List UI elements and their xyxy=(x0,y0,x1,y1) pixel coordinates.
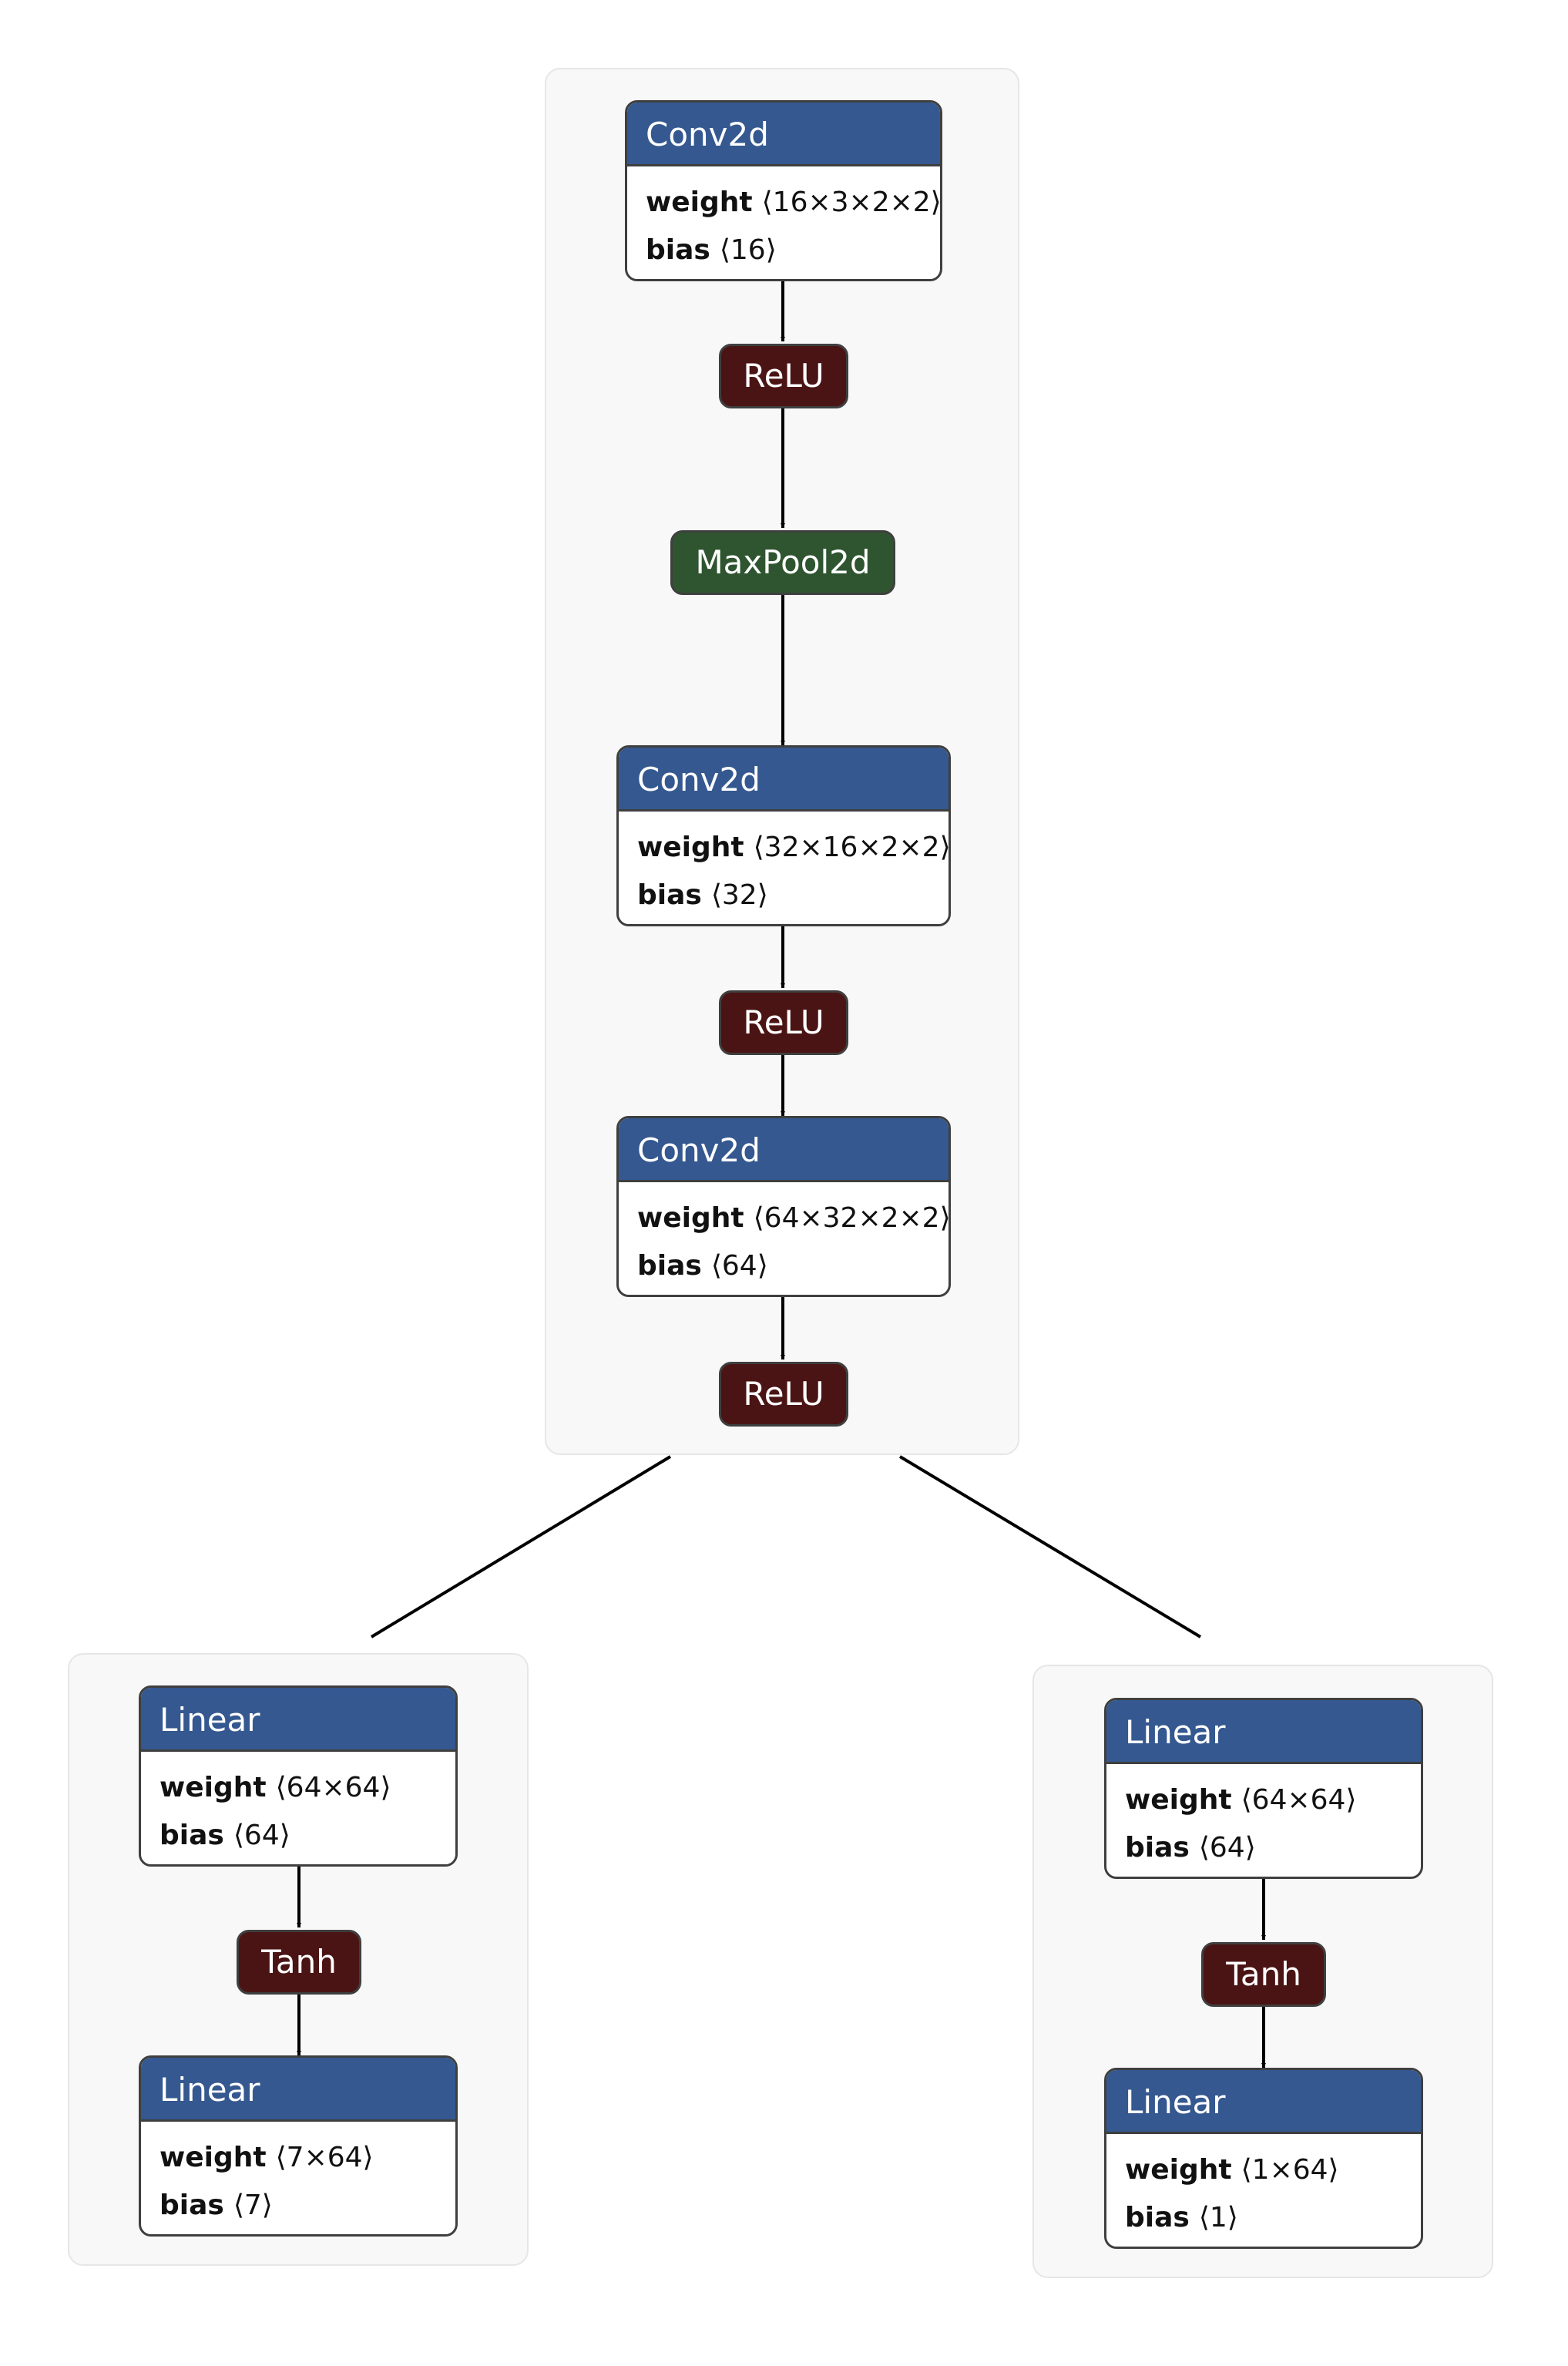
layer-title: Conv2d xyxy=(627,103,940,166)
param-shape: ⟨1⟩ xyxy=(1198,2202,1238,2233)
param-shape: ⟨64×64⟩ xyxy=(1241,1784,1357,1816)
param-label: weight xyxy=(159,1772,267,1803)
param-label: bias xyxy=(1125,2202,1190,2233)
param-shape: ⟨32×16×2×2⟩ xyxy=(753,832,951,863)
bias-param: bias ⟨64⟩ xyxy=(159,1812,455,1860)
weight-param: weight ⟨64×32×2×2⟩ xyxy=(637,1195,949,1242)
weight-param: weight ⟨64×64⟩ xyxy=(159,1764,455,1812)
relu-node-3[interactable]: ReLU xyxy=(719,1362,848,1427)
bias-param: bias ⟨16⟩ xyxy=(646,227,940,274)
layer-title: Conv2d xyxy=(619,748,949,812)
param-shape: ⟨32⟩ xyxy=(710,879,768,911)
bias-param: bias⟨64⟩ xyxy=(637,1242,949,1290)
param-shape: ⟨16⟩ xyxy=(719,234,777,266)
param-label: weight xyxy=(646,187,753,218)
bias-param: bias⟨32⟩ xyxy=(637,872,949,919)
right-tanh-node[interactable]: Tanh xyxy=(1201,1942,1326,2007)
param-shape: ⟨64⟩ xyxy=(233,1820,290,1851)
relu-node-2[interactable]: ReLU xyxy=(719,990,848,1055)
weight-param: weight ⟨16×3×2×2⟩ xyxy=(646,179,940,227)
weight-param: weight ⟨1×64⟩ xyxy=(1125,2146,1421,2194)
param-shape: ⟨7×64⟩ xyxy=(275,2142,374,2173)
conv2d-layer-3[interactable]: Conv2d weight ⟨64×32×2×2⟩ bias⟨64⟩ xyxy=(616,1116,951,1297)
right-linear-layer-1[interactable]: Linear weight ⟨64×64⟩ bias⟨64⟩ xyxy=(1104,1698,1423,1879)
param-label: weight xyxy=(637,832,744,863)
weight-param: weight ⟨64×64⟩ xyxy=(1125,1776,1421,1824)
conv2d-layer-1[interactable]: Conv2d weight ⟨16×3×2×2⟩ bias ⟨16⟩ xyxy=(625,100,942,281)
conv2d-layer-2[interactable]: Conv2d weight ⟨32×16×2×2⟩ bias⟨32⟩ xyxy=(616,745,951,926)
bias-param: bias ⟨1⟩ xyxy=(1125,2194,1421,2242)
param-label: bias xyxy=(637,879,702,911)
param-shape: ⟨16×3×2×2⟩ xyxy=(761,187,942,218)
left-linear-layer-2[interactable]: Linear weight ⟨7×64⟩ bias ⟨7⟩ xyxy=(139,2055,458,2237)
edge-trunk-left-head xyxy=(370,1455,672,1638)
bias-param: bias⟨64⟩ xyxy=(1125,1824,1421,1872)
param-shape: ⟨1×64⟩ xyxy=(1241,2154,1339,2186)
param-shape: ⟨64⟩ xyxy=(1198,1832,1256,1864)
layer-title: Conv2d xyxy=(619,1118,949,1182)
param-label: bias xyxy=(159,1820,224,1851)
relu-node-1[interactable]: ReLU xyxy=(719,344,848,408)
layer-title: Linear xyxy=(1106,1700,1421,1764)
maxpool2d-node[interactable]: MaxPool2d xyxy=(670,530,895,595)
layer-title: Linear xyxy=(1106,2070,1421,2134)
param-label: weight xyxy=(159,2142,267,2173)
param-label: weight xyxy=(1125,2154,1232,2186)
edge-trunk-right-head xyxy=(898,1455,1202,1638)
bias-param: bias ⟨7⟩ xyxy=(159,2182,455,2230)
layer-title: Linear xyxy=(141,2058,455,2122)
right-linear-layer-2[interactable]: Linear weight ⟨1×64⟩ bias ⟨1⟩ xyxy=(1104,2068,1423,2249)
param-label: weight xyxy=(637,1202,744,1234)
param-label: bias xyxy=(646,234,710,266)
weight-param: weight ⟨32×16×2×2⟩ xyxy=(637,824,949,872)
param-shape: ⟨64⟩ xyxy=(710,1250,768,1282)
param-label: bias xyxy=(637,1250,702,1282)
param-label: bias xyxy=(1125,1832,1190,1864)
param-shape: ⟨64×64⟩ xyxy=(275,1772,391,1803)
param-label: weight xyxy=(1125,1784,1232,1816)
weight-param: weight ⟨7×64⟩ xyxy=(159,2134,455,2182)
param-shape: ⟨7⟩ xyxy=(233,2190,273,2221)
param-shape: ⟨64×32×2×2⟩ xyxy=(753,1202,951,1234)
layer-title: Linear xyxy=(141,1688,455,1752)
left-tanh-node[interactable]: Tanh xyxy=(237,1930,361,1995)
param-label: bias xyxy=(159,2190,224,2221)
left-linear-layer-1[interactable]: Linear weight ⟨64×64⟩ bias ⟨64⟩ xyxy=(139,1685,458,1867)
